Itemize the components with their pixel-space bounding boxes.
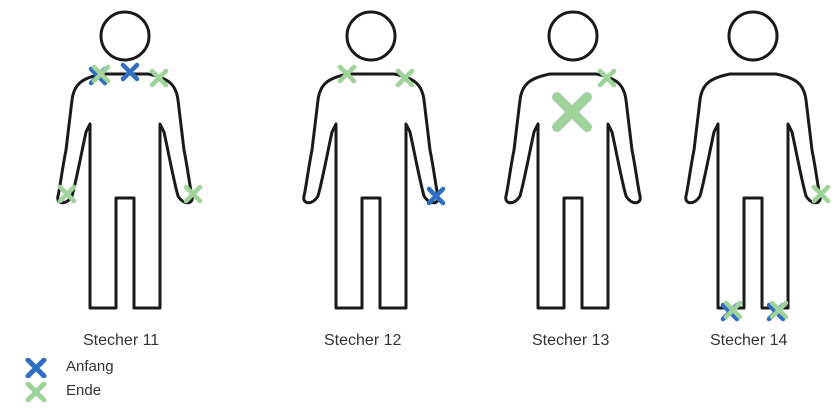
head-outline — [729, 12, 777, 60]
mark-ende-icon — [557, 97, 587, 127]
head-outline — [347, 12, 395, 60]
cross-green-icon — [22, 382, 52, 402]
figure-label: Stecher 13 — [532, 332, 609, 350]
figure-stecher-13: Stecher 13 — [492, 0, 662, 330]
legend-label: Ende — [66, 382, 101, 399]
legend-label: Anfang — [66, 358, 114, 375]
figure-label: Stecher 11 — [83, 332, 159, 350]
legend-cross-ende-icon — [28, 384, 44, 400]
figure-stecher-11: Stecher 11 — [44, 0, 214, 330]
head-outline — [101, 12, 149, 60]
body-outline-icon — [44, 0, 214, 330]
mark-anfang-icon — [123, 65, 137, 79]
figure-stecher-14: Stecher 14 — [672, 0, 834, 330]
figure-stecher-12: Stecher 12 — [290, 0, 460, 330]
body-outline-icon — [672, 0, 834, 330]
head-outline — [549, 12, 597, 60]
body-outline — [686, 74, 821, 308]
body-outline — [58, 74, 193, 308]
body-outline-icon — [290, 0, 460, 330]
legend-cross-anfang-icon — [28, 360, 44, 376]
body-outline — [304, 74, 439, 308]
figure-label: Stecher 14 — [710, 332, 787, 350]
cross-blue-icon — [22, 358, 52, 378]
body-outline-icon — [492, 0, 662, 330]
figure-label: Stecher 12 — [324, 332, 401, 350]
